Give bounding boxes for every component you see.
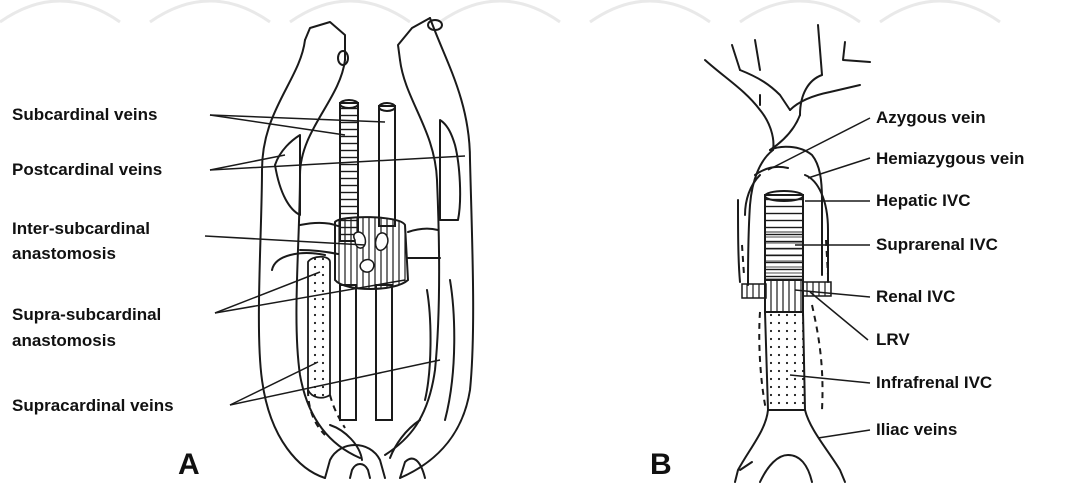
watermark bbox=[0, 1, 1000, 22]
label-inter-subcardinal-line2: anastomosis bbox=[12, 243, 116, 265]
panel-b-letter: B bbox=[650, 448, 672, 482]
label-supracardinal-veins: Supracardinal veins bbox=[12, 395, 174, 417]
panel-b-drawing bbox=[705, 25, 870, 482]
label-inter-subcardinal-line1: Inter-subcardinal bbox=[12, 218, 150, 240]
label-iliac-veins: Iliac veins bbox=[876, 419, 957, 441]
label-supra-subcardinal-line1: Supra-subcardinal bbox=[12, 304, 161, 326]
label-renal-ivc: Renal IVC bbox=[876, 286, 955, 308]
label-azygous-vein: Azygous vein bbox=[876, 107, 986, 129]
label-infrarenal-ivc: Infrafrenal IVC bbox=[876, 372, 992, 394]
label-lrv: LRV bbox=[876, 329, 910, 351]
label-suprarenal-ivc: Suprarenal IVC bbox=[876, 234, 998, 256]
label-supra-subcardinal-line2: anastomosis bbox=[12, 330, 116, 352]
label-hemiazygous-vein: Hemiazygous vein bbox=[876, 148, 1024, 170]
label-postcardinal-veins: Postcardinal veins bbox=[12, 159, 162, 181]
label-hepatic-ivc: Hepatic IVC bbox=[876, 190, 970, 212]
panel-a-letter: A bbox=[178, 448, 200, 482]
label-subcardinal-veins: Subcardinal veins bbox=[12, 104, 158, 126]
panel-a-drawing bbox=[259, 18, 473, 478]
